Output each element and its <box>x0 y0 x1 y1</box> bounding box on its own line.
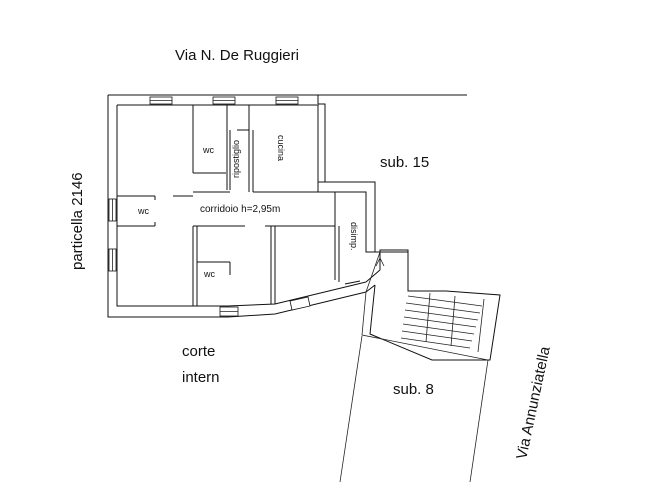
kitchen-label: cucina <box>276 135 286 161</box>
wc-left-label: wc <box>137 206 149 216</box>
boundary-lines <box>339 251 489 483</box>
corridor-label: corridoio h=2,95m <box>200 204 280 215</box>
courtyard-label-line2: intern <box>182 369 220 386</box>
wc-top-label: wc <box>202 145 214 155</box>
staircase <box>361 249 501 361</box>
interior-walls <box>117 105 361 306</box>
windows <box>108 96 311 317</box>
street-top-label: Via N. De Ruggieri <box>175 47 299 64</box>
wc-bottom-label: wc <box>203 269 215 279</box>
sub8-label: sub. 8 <box>393 381 434 398</box>
street-right-label: Via Annunziatella <box>513 344 554 460</box>
storage-label: ripostiglio <box>231 140 241 178</box>
exterior-walls <box>107 94 467 318</box>
sub15-label: sub. 15 <box>380 154 429 171</box>
parcel-label: particella 2146 <box>69 172 86 270</box>
courtyard-label-line1: corte <box>182 343 215 360</box>
hallway-label: disimp. <box>349 222 359 251</box>
